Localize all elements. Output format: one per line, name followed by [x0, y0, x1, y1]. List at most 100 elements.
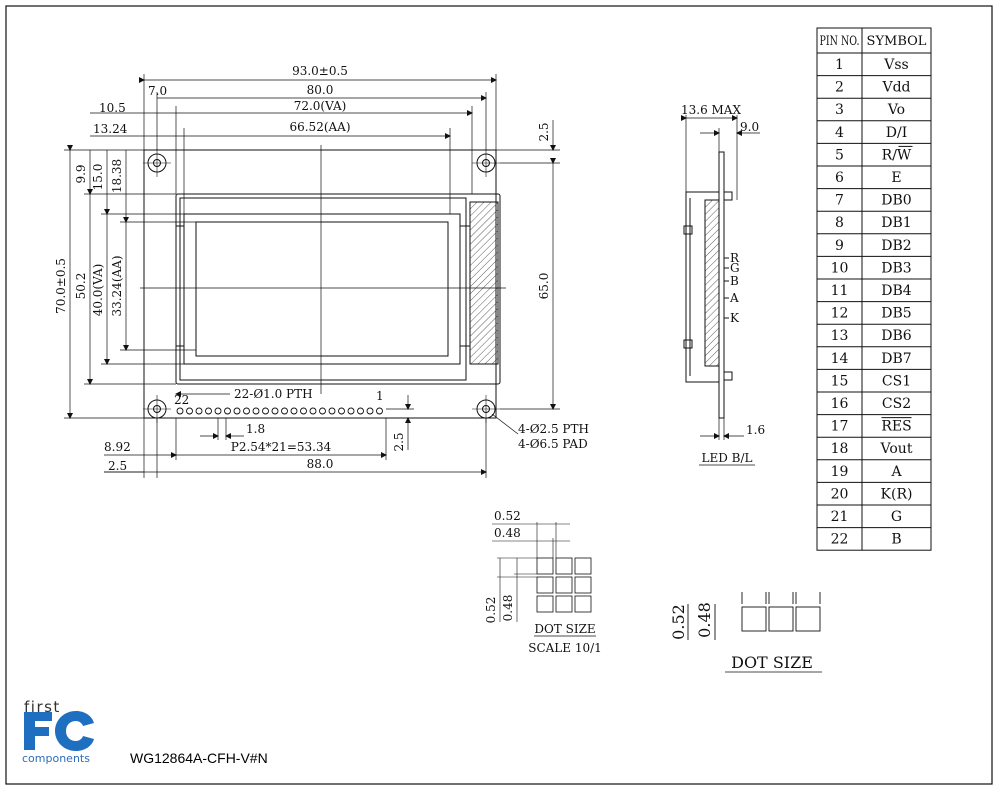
front-dimensions — [64, 74, 560, 478]
led-pin-label: A — [729, 291, 739, 305]
connector-pin — [309, 407, 317, 415]
pin-table-row: 7 DB0 — [835, 193, 912, 209]
company-logo: first components — [22, 698, 112, 766]
pin-number: 19 — [831, 464, 849, 480]
dot2-h2: 0.48 — [695, 602, 714, 638]
dim-10-5: 10.5 — [99, 101, 126, 115]
dim-1-8: 1.8 — [246, 422, 265, 436]
pin-symbol: Vout — [880, 441, 913, 457]
pin-table-row: 22 B — [831, 532, 902, 548]
pin-number: 10 — [831, 260, 849, 276]
dot-detail-1 — [492, 522, 596, 637]
pin-number: 12 — [831, 306, 849, 322]
front-view — [140, 145, 506, 419]
led-pin-label: B — [730, 274, 739, 288]
dim-13-24: 13.24 — [93, 122, 128, 136]
pin-table-row: 18 Vout — [831, 441, 913, 457]
pin-number: 14 — [831, 351, 849, 367]
connector-pin — [290, 407, 298, 415]
connector-pin — [252, 407, 260, 415]
pin-number: 5 — [835, 147, 844, 163]
mounting-holes — [143, 149, 500, 423]
side-view — [683, 151, 733, 419]
led-pin-label: G — [730, 261, 740, 275]
pin-number: 11 — [831, 283, 849, 299]
pin-number: 18 — [831, 441, 849, 457]
pin-number: 8 — [835, 215, 844, 231]
pin-table-border — [816, 27, 932, 551]
dim-8-92: 8.92 — [104, 440, 131, 454]
pin-number: 17 — [831, 419, 849, 435]
dot1-title: DOT SIZE — [534, 622, 595, 636]
connector-pin — [243, 407, 250, 415]
side-pcb — [718, 151, 725, 419]
pin-symbol: RES — [881, 419, 911, 435]
pin-symbol: DB0 — [881, 193, 911, 209]
pin-symbol: Vo — [887, 102, 905, 118]
pin-symbol: R/W — [882, 147, 912, 163]
side-led-label: LED B/L — [702, 451, 753, 465]
pin-symbol: K(R) — [881, 486, 913, 502]
pin-symbol: Vss — [883, 57, 908, 73]
dim-hole-span: 80.0 — [307, 83, 334, 97]
logo-components-text: components — [22, 752, 90, 765]
pin-number: 2 — [835, 80, 844, 96]
pin-symbol: B — [891, 532, 901, 548]
connector-pin — [262, 407, 269, 415]
dim-overall-height: 70.0±0.5 — [54, 258, 68, 314]
pin-table-row: 19 A — [831, 464, 903, 480]
pin-pth-label: 22-Ø1.0 PTH — [234, 387, 313, 401]
dot-detail-1-text: 0.52 0.48 0.52 0.48 DOT SIZE SCALE 10/1 — [484, 509, 602, 655]
dim-overall-width: 93.0±0.5 — [292, 64, 348, 78]
pin-number: 7 — [835, 193, 844, 209]
pin-number: 21 — [831, 509, 849, 525]
dim-9-9: 9.9 — [74, 164, 88, 183]
pin-symbol: A — [890, 464, 902, 480]
active-area — [195, 221, 449, 357]
side-pcb-thickness: 1.6 — [746, 423, 765, 437]
connector-pin — [233, 407, 241, 415]
dim-15-0: 15.0 — [91, 164, 105, 191]
pin-number: 3 — [835, 102, 844, 118]
pin-table-row: 11 DB4 — [831, 283, 912, 299]
pin-symbol: DB7 — [881, 351, 911, 367]
connector-pin — [338, 407, 345, 415]
pin-table-row: 5 R/W — [835, 145, 913, 163]
pin-number: 13 — [831, 328, 849, 344]
side-backlight — [704, 199, 720, 367]
dim-88: 88.0 — [307, 457, 334, 471]
side-depth: 9.0 — [740, 120, 759, 134]
dim-7: 7.0 — [148, 84, 167, 98]
pin-number: 9 — [835, 238, 844, 254]
dot1-h1: 0.52 — [484, 597, 498, 624]
side-thickness: 13.6 MAX — [681, 103, 741, 117]
dim-aa-width: 66.52(AA) — [289, 120, 350, 134]
pin-symbol: DB5 — [881, 306, 911, 322]
connector-pin — [328, 407, 336, 415]
connector-pin — [281, 407, 288, 415]
pin-table-header-symbol: SYMBOL — [867, 34, 927, 49]
pin-table-row: 14 DB7 — [831, 351, 912, 367]
viewing-area — [183, 213, 461, 365]
pin-number: 22 — [831, 532, 849, 548]
pin-symbol: DB4 — [881, 283, 912, 299]
led-pin-label: R — [730, 251, 740, 265]
connector-pin — [205, 407, 212, 415]
dot2-title: DOT SIZE — [731, 653, 813, 672]
pin-symbol: G — [891, 509, 902, 525]
dot1-w1: 0.52 — [494, 509, 521, 523]
connector-pin — [224, 407, 231, 415]
dim-2-5b: 2.5 — [108, 459, 127, 473]
dim-pitch: P2.54*21=53.34 — [231, 440, 332, 454]
pin-number: 4 — [835, 125, 844, 141]
